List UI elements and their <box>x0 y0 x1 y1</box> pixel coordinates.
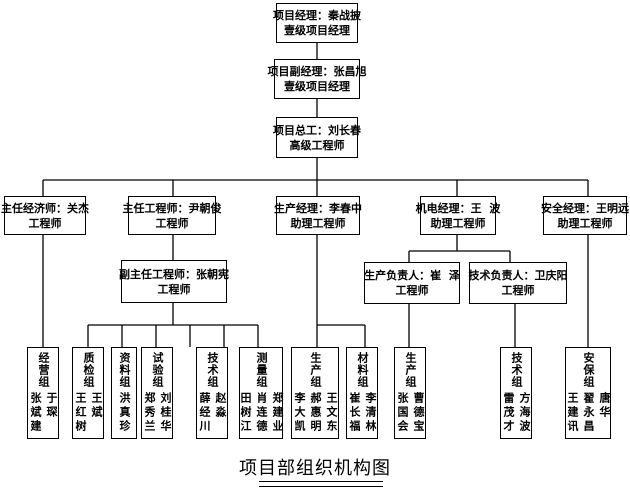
group-name: 生产组 <box>404 352 417 388</box>
group-member: 王文东 <box>325 392 338 434</box>
group-box: 测量组 郑建业 肖连德 田树江 <box>239 347 284 439</box>
group-box: 生产组 王文东 郝惠明 李大凯 <box>291 347 339 439</box>
diagram-title: 项目部组织机构图 <box>239 458 391 479</box>
group-box: 技术组 赵淼 薛经川 <box>196 347 228 439</box>
electromech-manager-grade: 助理工程师 <box>430 216 486 230</box>
group-name: 技术组 <box>510 352 523 388</box>
group-box: 安保组 唐华 翟永昌 王建讯 <box>565 347 611 439</box>
group-member: 崔长福 <box>348 392 361 434</box>
electromech-manager-title: 机电经理：王 波 <box>415 201 501 215</box>
production-manager-box: 生产经理：李春中 助理工程师 <box>274 196 362 235</box>
group-member: 郝惠明 <box>309 392 322 434</box>
chief-eng2-grade: 工程师 <box>155 216 189 230</box>
electromech-manager-box: 机电经理：王 波 助理工程师 <box>416 196 500 235</box>
group-box: 技术组 方海波 雷茂才 <box>500 347 532 439</box>
group-member: 郑建业 <box>271 392 284 434</box>
economist-title: 主任经济师：关杰 <box>1 201 89 215</box>
group-box: 资料组 洪真珍 <box>111 347 137 439</box>
group-name: 测量组 <box>255 352 268 388</box>
tech-lead-box: 技术负责人：卫庆阳 工程师 <box>468 262 568 304</box>
group-member: 薛经川 <box>198 392 211 434</box>
group-name: 生产组 <box>309 352 322 388</box>
production-lead-title: 生产负责人：崔 泽 <box>364 269 460 282</box>
deputy-manager-title: 项目副经理：张昌旭 <box>267 65 367 78</box>
group-name: 材料组 <box>356 352 369 388</box>
production-manager-title: 生产经理：李春中 <box>274 201 362 215</box>
deputy-chief-eng-grade: 工程师 <box>157 282 191 296</box>
group-member: 翟永昌 <box>582 392 595 434</box>
group-box: 试验组 刘桂华 郑秀兰 <box>141 347 173 439</box>
group-member: 方海波 <box>518 392 531 434</box>
group-member: 张国会 <box>396 392 409 434</box>
group-member: 唐华 <box>598 392 611 420</box>
group-member: 洪真珍 <box>118 392 131 434</box>
group-name: 经营组 <box>37 352 50 388</box>
chief-engineer-title: 项目总工：刘长春 <box>273 123 361 137</box>
production-lead-grade: 工程师 <box>395 284 429 297</box>
economist-grade: 工程师 <box>28 216 62 230</box>
project-manager-box: 项目经理：秦战披 壹级项目经理 <box>273 3 361 43</box>
group-member: 郑秀兰 <box>143 392 156 434</box>
group-member: 赵淼 <box>214 392 227 420</box>
project-manager-grade: 壹级项目经理 <box>284 24 350 37</box>
production-manager-grade: 助理工程师 <box>290 216 346 230</box>
group-member: 王建讯 <box>566 392 579 434</box>
group-member: 刘桂华 <box>159 392 172 434</box>
deputy-chief-eng-box: 副主任工程师：张朝宪 工程师 <box>119 260 229 303</box>
deputy-chief-eng-title: 副主任工程师：张朝宪 <box>119 267 229 281</box>
safety-manager-box: 安全经理：王明远 助理工程师 <box>541 196 629 235</box>
chief-eng2-title: 主任工程师：尹朝俊 <box>122 201 222 215</box>
group-box: 经营组 于琛 张斌建 <box>27 347 59 439</box>
group-member: 张斌建 <box>29 392 42 434</box>
title-underline <box>259 481 383 487</box>
production-lead-box: 生产负责人：崔 泽 工程师 <box>364 262 460 304</box>
group-name: 质检组 <box>82 352 95 388</box>
group-member: 曹德宝 <box>412 392 425 434</box>
project-manager-title: 项目经理：秦战披 <box>273 9 361 22</box>
group-member: 肖连德 <box>255 392 268 434</box>
group-name: 资料组 <box>118 352 131 388</box>
safety-manager-title: 安全经理：王明远 <box>541 201 629 215</box>
chief-engineer-box: 项目总工：刘长春 高级工程师 <box>273 117 361 158</box>
group-name: 技术组 <box>206 352 219 388</box>
chief-eng2-box: 主任工程师：尹朝俊 工程师 <box>123 196 222 235</box>
deputy-manager-box: 项目副经理：张昌旭 壹级项目经理 <box>268 59 367 99</box>
deputy-manager-grade: 壹级项目经理 <box>284 80 350 93</box>
safety-manager-grade: 助理工程师 <box>557 216 613 230</box>
group-member: 李清林 <box>364 392 377 434</box>
group-box: 生产组 曹德宝 张国会 <box>394 347 426 439</box>
group-member: 李大凯 <box>293 392 306 434</box>
group-member: 王红树 <box>74 392 87 434</box>
group-member: 于琛 <box>45 392 58 420</box>
group-box: 质检组 王斌 王红树 <box>72 347 104 439</box>
group-box: 材料组 李清林 崔长福 <box>346 347 378 439</box>
economist-box: 主任经济师：关杰 工程师 <box>1 196 89 235</box>
group-name: 试验组 <box>151 352 164 388</box>
tech-lead-title: 技术负责人：卫庆阳 <box>468 269 568 282</box>
group-member: 王斌 <box>90 392 103 420</box>
tech-lead-grade: 工程师 <box>501 284 535 297</box>
chief-engineer-grade: 高级工程师 <box>289 138 345 152</box>
group-name: 安保组 <box>582 352 595 388</box>
group-member: 田树江 <box>239 392 252 434</box>
group-member: 雷茂才 <box>502 392 515 434</box>
